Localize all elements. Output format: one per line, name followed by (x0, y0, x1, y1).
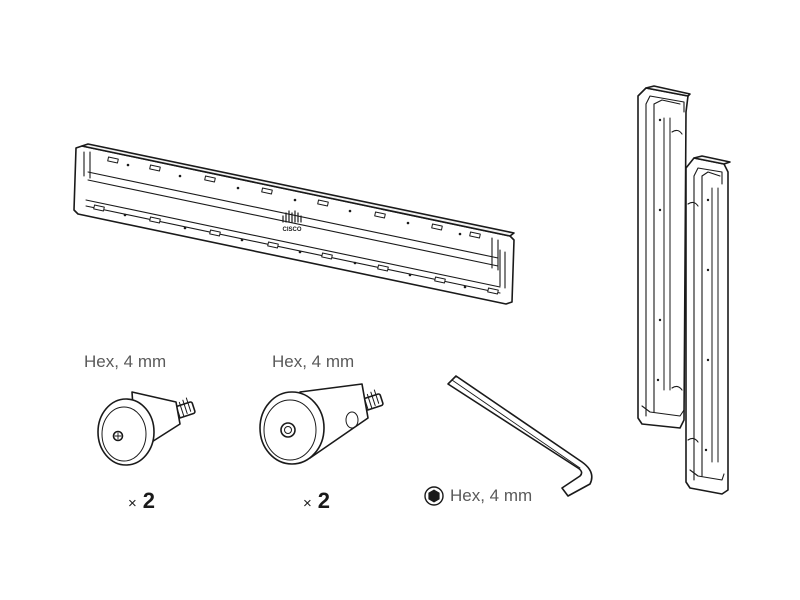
cisco-logo (282, 210, 302, 223)
spacer-short (97, 391, 196, 466)
side-rail-right (685, 155, 731, 495)
spacer-long (259, 383, 384, 465)
hexagon-icon (424, 486, 444, 506)
cisco-logo-text: CISCO (282, 227, 301, 233)
spacer-short-size-label: Hex, 4 mm (84, 352, 167, 371)
quantity-value: 2 (317, 488, 331, 513)
hex-key-size-text: Hex, 4 mm (450, 486, 533, 505)
hex-key-size-label: Hex, 4 mm (424, 486, 532, 506)
quantity-value: 2 (142, 488, 156, 513)
spacer-short-quantity: ×2 (128, 488, 155, 514)
wall-bracket-plate (73, 143, 515, 305)
side-rail-left (637, 85, 691, 429)
quantity-symbol: × (128, 495, 137, 512)
spacer-long-size-label: Hex, 4 mm (272, 352, 355, 371)
hex-key (447, 375, 593, 497)
spacer-long-quantity: ×2 (303, 488, 330, 514)
quantity-symbol: × (303, 495, 312, 512)
